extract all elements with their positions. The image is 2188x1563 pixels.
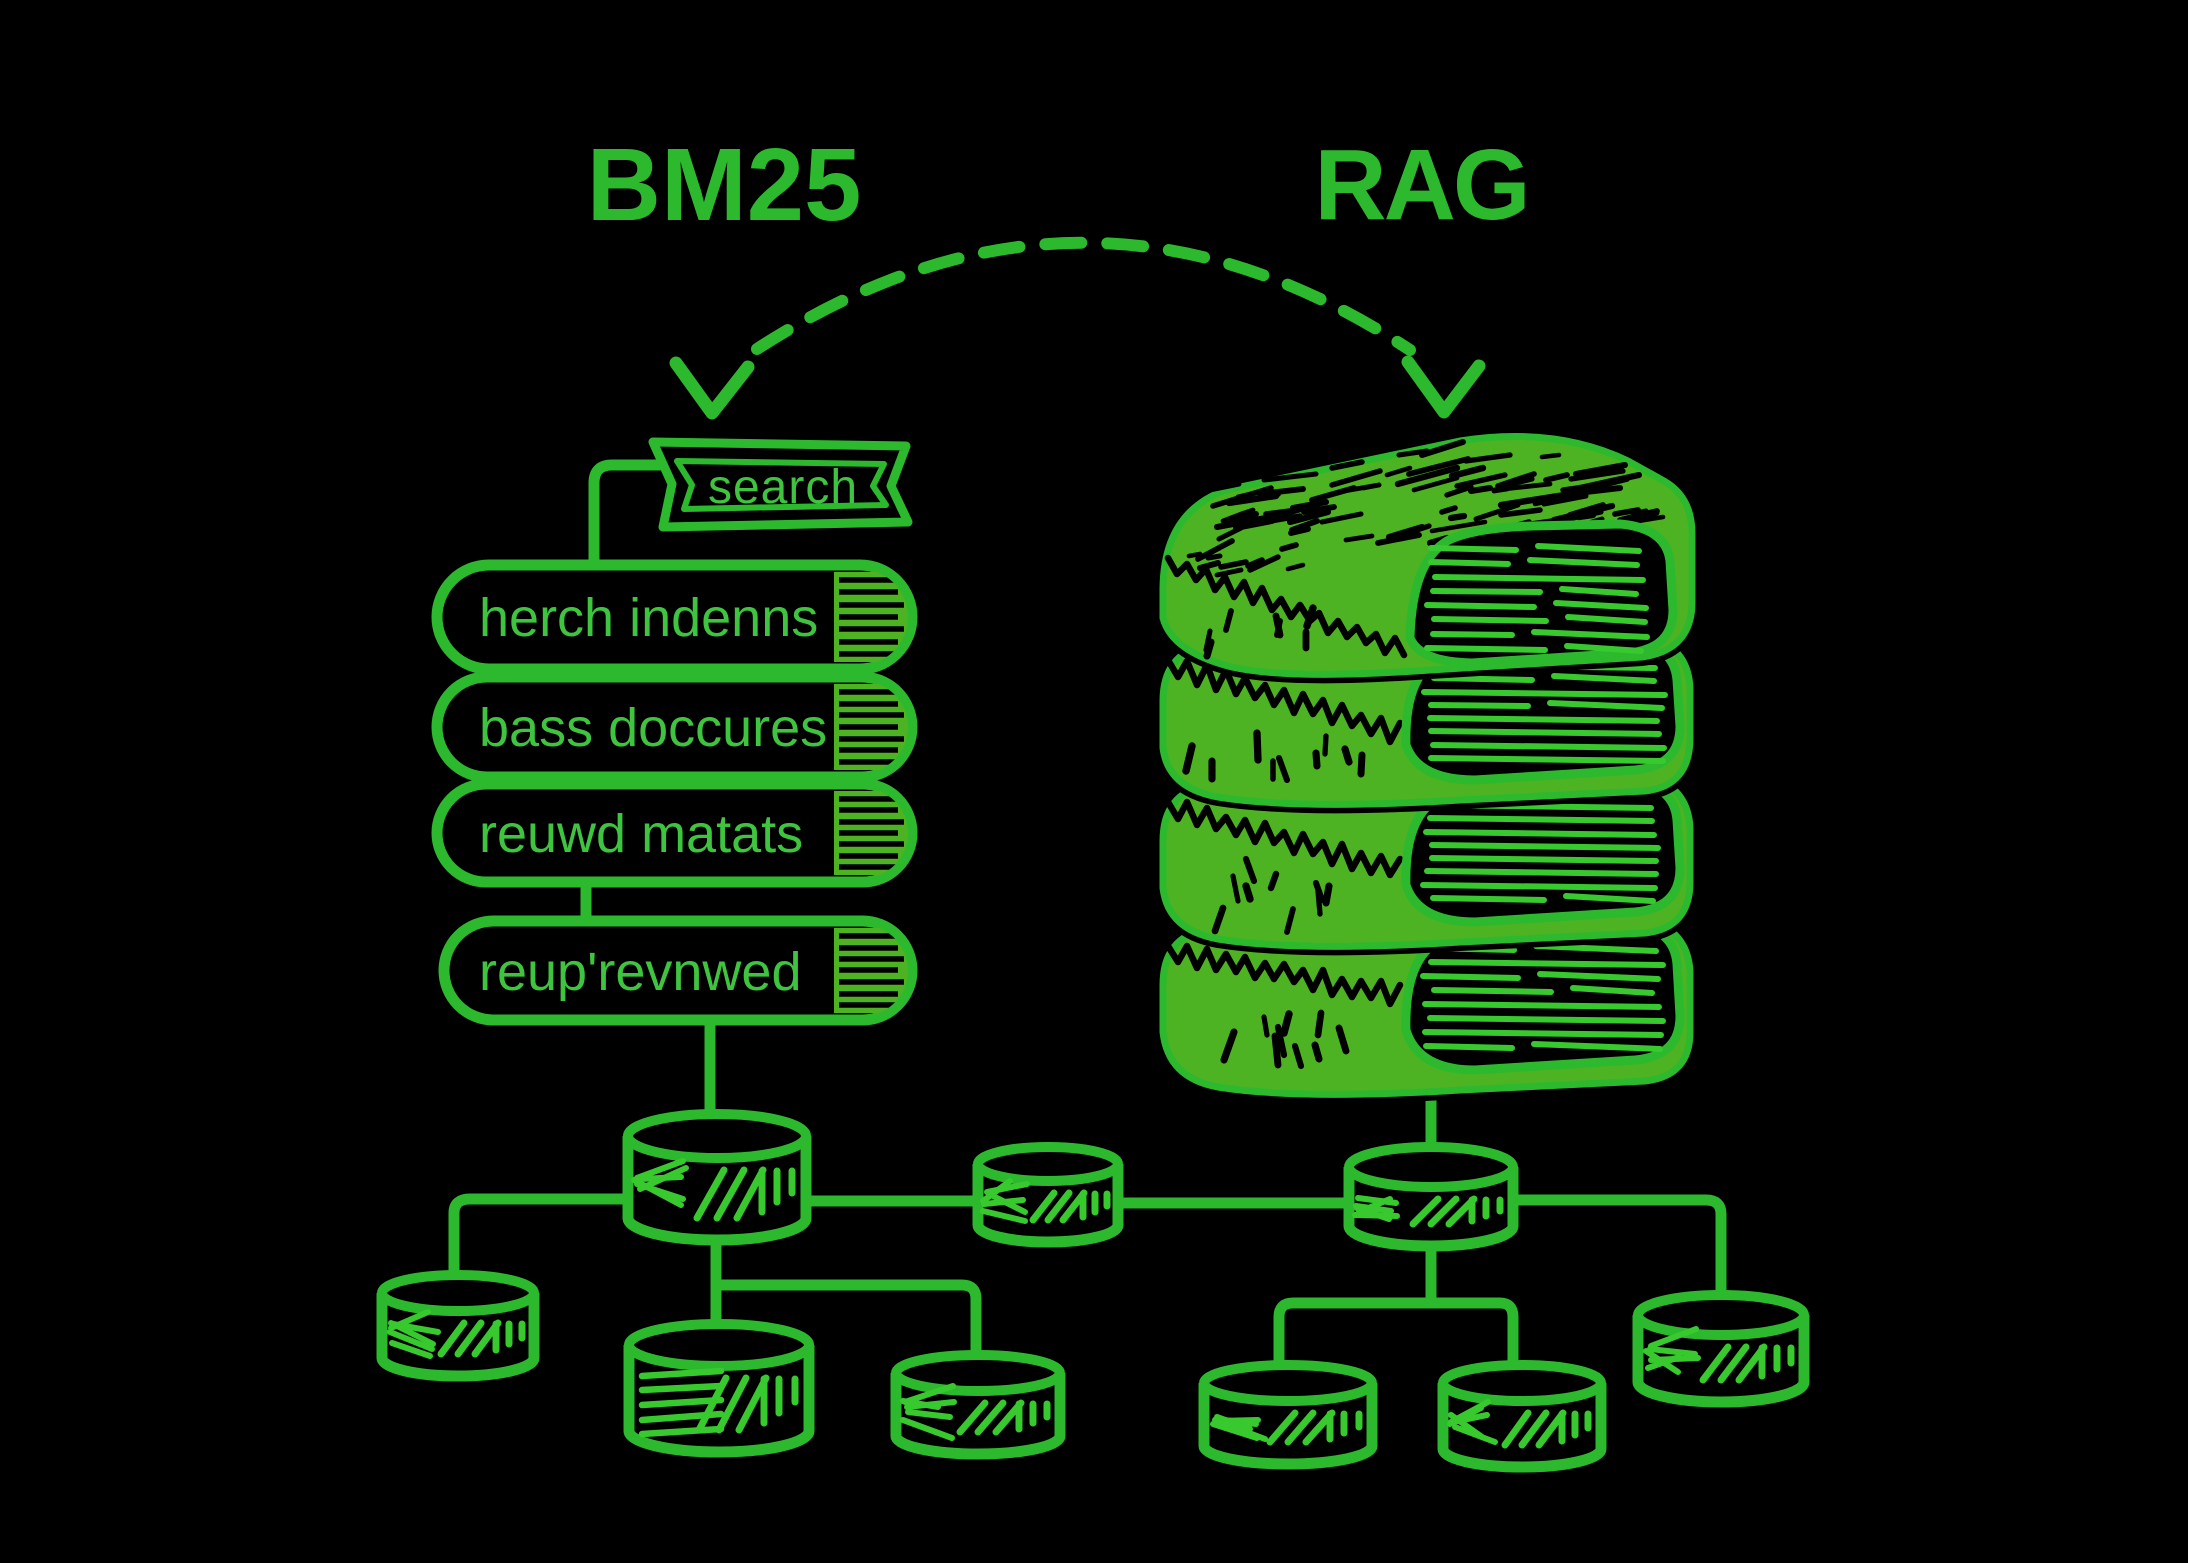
- svg-text:herch indenns: herch indenns: [479, 588, 818, 648]
- svg-text:BM25: BM25: [587, 127, 862, 242]
- svg-text:RAG: RAG: [1314, 129, 1527, 241]
- svg-text:reup'revnwed: reup'revnwed: [479, 942, 802, 1002]
- svg-text:search: search: [708, 461, 858, 514]
- svg-text:bass doccures: bass doccures: [479, 698, 827, 758]
- svg-text:reuwd matats: reuwd matats: [479, 804, 803, 864]
